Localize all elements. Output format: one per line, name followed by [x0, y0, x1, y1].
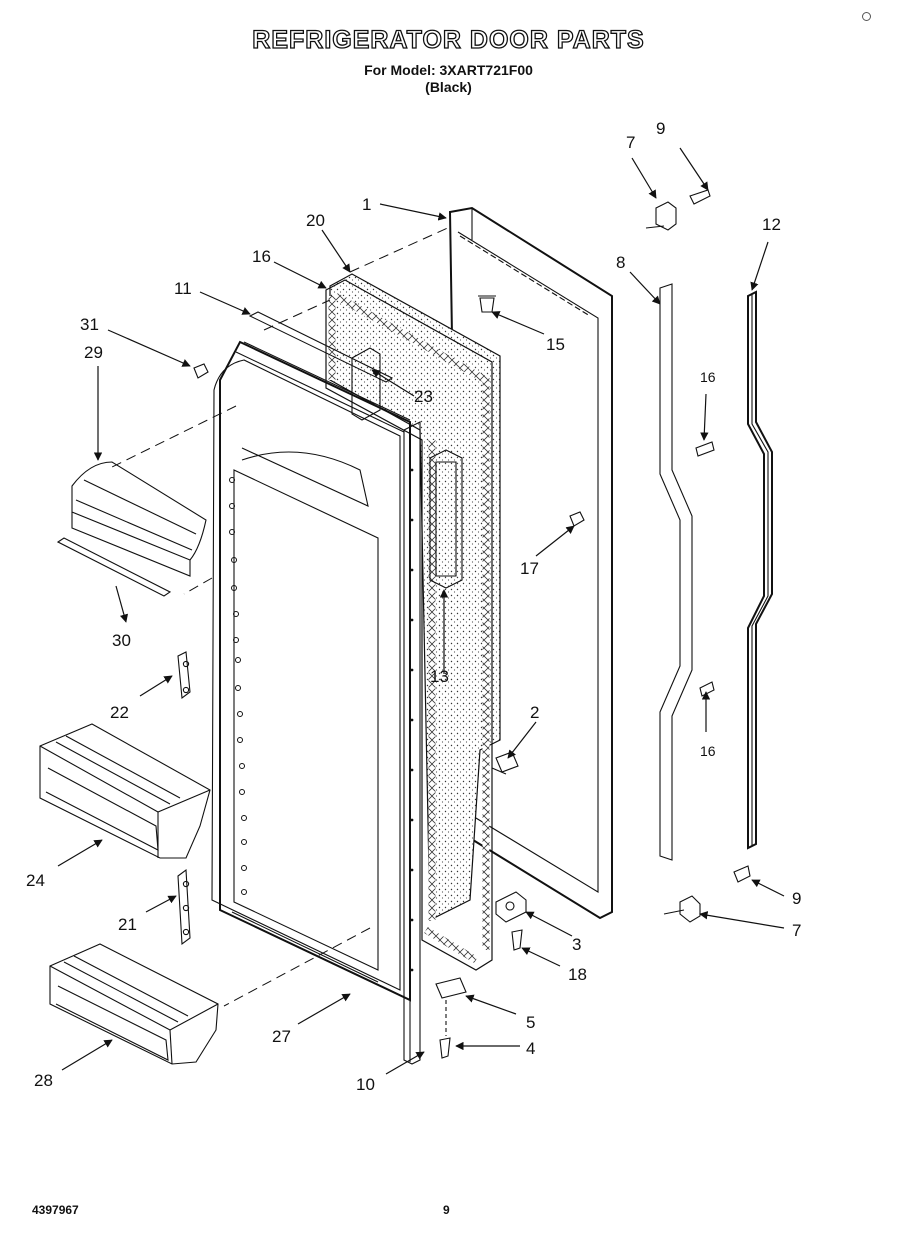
corner-mark: [862, 12, 871, 21]
hinge-bottom: [663, 865, 751, 923]
bracket-5: [435, 977, 467, 999]
callout-17: 17: [520, 559, 539, 578]
screw-16-top: [695, 441, 715, 457]
page-title: REFRIGERATOR DOOR PARTS: [252, 25, 645, 54]
screw-31: [193, 363, 209, 379]
screw-4: [439, 1000, 451, 1059]
screw-18: [511, 929, 523, 951]
bin-support-21: [177, 868, 191, 946]
trim-holes: [410, 468, 414, 972]
clip-2: [491, 751, 519, 775]
alignment-lines: [109, 225, 453, 1007]
document-number: 4397967: [32, 1203, 79, 1217]
callout-31: 31: [80, 315, 99, 334]
callout-29: 29: [84, 343, 103, 362]
callout-2: 2: [530, 703, 539, 722]
callout-20: 20: [306, 211, 325, 230]
callout-16-top: 16: [700, 369, 716, 385]
callout-28: 28: [34, 1071, 53, 1090]
callout-1: 1: [362, 195, 371, 214]
callout-4: 4: [526, 1039, 535, 1058]
callout-9-top: 9: [656, 119, 665, 138]
callout-3: 3: [572, 935, 581, 954]
callout-labels: 1 20 16 11 31 29 30 22 24 21 28 27 10 23…: [26, 119, 801, 1094]
handle-trim-14: [747, 290, 773, 850]
hinge-plate-3: [495, 891, 527, 923]
callout-13: 15: [546, 335, 565, 354]
callout-22: 22: [110, 703, 129, 722]
handle-bracket: [659, 283, 693, 861]
trim-strip: [403, 421, 421, 1065]
callout-14: 12: [762, 215, 781, 234]
plug-13: [478, 295, 496, 313]
callout-10: 10: [356, 1075, 375, 1094]
model-line: For Model: 3XART721F00: [364, 62, 533, 78]
callout-5: 5: [526, 1013, 535, 1032]
callout-30: 30: [112, 631, 131, 650]
callout-7-bottom: 7: [792, 921, 801, 940]
callout-9-bottom: 9: [792, 889, 801, 908]
dairy-compartment-door: [71, 461, 207, 577]
top-trim: [248, 311, 394, 383]
callout-16-bottom: 16: [700, 743, 716, 759]
door-bin-28: [49, 943, 219, 1065]
callout-8: 8: [616, 253, 625, 272]
bin-support-22: [177, 651, 191, 700]
callout-21: 21: [118, 915, 137, 934]
foam-block: [429, 449, 463, 589]
clip-17: [569, 511, 585, 527]
screw-16-bottom: [699, 681, 715, 697]
color-line: (Black): [425, 79, 472, 95]
leader-arrows: [57, 147, 785, 1075]
callout-24: 24: [26, 871, 45, 890]
dairy-door-strip: [56, 537, 172, 597]
callout-23: 23: [414, 387, 433, 406]
hinge-cover-top: [645, 189, 711, 231]
callout-18: 18: [568, 965, 587, 984]
page-number: 9: [443, 1203, 450, 1217]
inner-door-liner: [211, 340, 411, 1002]
callout-15: 13: [430, 667, 449, 686]
callout-11: 11: [174, 279, 192, 298]
breaker-strip: [351, 347, 381, 421]
door-bin-24: [39, 723, 211, 859]
callout-7-top: 7: [626, 133, 635, 152]
callout-12: 16: [252, 247, 271, 266]
callout-27: 27: [272, 1027, 291, 1046]
liner-holes: [229, 477, 247, 895]
